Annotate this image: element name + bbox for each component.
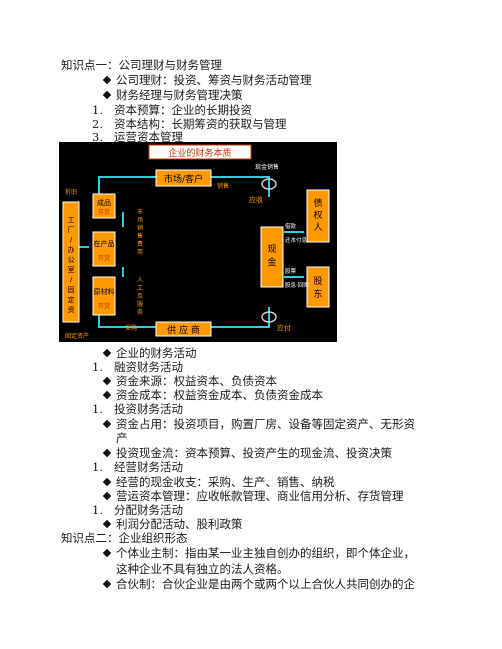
diagram-svg: 企业的财务本质 市场/客户 供 应 商 现 金 bbox=[62, 144, 330, 340]
depreciation-label: 折旧 bbox=[65, 188, 77, 196]
purchase-label: 采购 bbox=[125, 324, 137, 332]
creditor-label-3: 人 bbox=[313, 222, 322, 233]
sales-label: 销售 bbox=[217, 182, 229, 190]
svg-text:室: 室 bbox=[68, 265, 75, 274]
market-label: 市场/客户 bbox=[164, 173, 203, 185]
cash-label: 现 bbox=[267, 244, 276, 255]
cash-sales-label: 现金销售 bbox=[255, 163, 279, 171]
creditor-label-1: 债 bbox=[313, 197, 322, 209]
svg-text:销: 销 bbox=[137, 224, 143, 232]
stock-label: 股票 bbox=[285, 268, 297, 275]
svg-text:定: 定 bbox=[68, 295, 75, 304]
fixed-asset-label: 固定资产 bbox=[65, 332, 89, 340]
svg-text:服: 服 bbox=[137, 301, 143, 308]
diamond-bullet-icon bbox=[102, 419, 112, 429]
raw-label: 原材料 bbox=[94, 287, 115, 296]
payable-marker bbox=[261, 311, 277, 323]
payable-label: 应付 bbox=[277, 323, 291, 332]
diamond-bullet-icon bbox=[102, 548, 112, 558]
receivable-label: 应收 bbox=[249, 195, 263, 204]
svg-text:资: 资 bbox=[68, 305, 75, 314]
creditor-label-2: 权 bbox=[313, 209, 322, 221]
repay-label: 还本付息 bbox=[285, 236, 308, 244]
diagram-title: 企业的财务本质 bbox=[168, 147, 231, 159]
svg-text:存货: 存货 bbox=[98, 254, 110, 262]
diamond-bullet-icon bbox=[102, 90, 112, 100]
finished-label: 成品 bbox=[97, 198, 111, 207]
diamond-bullet-icon bbox=[102, 376, 112, 386]
svg-text:厂: 厂 bbox=[68, 226, 75, 234]
cash-label-2: 金 bbox=[267, 256, 276, 268]
svg-text:固: 固 bbox=[68, 286, 75, 294]
svg-text:费: 费 bbox=[137, 240, 143, 248]
labor-service-label: 人 bbox=[137, 277, 143, 284]
diamond-bullet-icon bbox=[102, 390, 112, 400]
wip-label: 在产品 bbox=[94, 239, 115, 248]
factory-label: 工 bbox=[68, 216, 75, 224]
dividend-label: 股息·回购 bbox=[285, 281, 309, 289]
diamond-bullet-icon bbox=[102, 579, 112, 589]
diagram-title-box bbox=[148, 144, 252, 160]
svg-text:工: 工 bbox=[137, 285, 143, 292]
svg-text:用: 用 bbox=[137, 249, 143, 256]
diamond-bullet-icon bbox=[102, 519, 112, 529]
svg-text:售: 售 bbox=[137, 232, 143, 240]
diamond-bullet-icon bbox=[102, 477, 112, 487]
diamond-bullet-icon bbox=[102, 448, 112, 458]
section2-title: 知识点二：企业组织形态 bbox=[61, 531, 188, 545]
receivable-marker bbox=[261, 178, 277, 190]
svg-text:公: 公 bbox=[68, 256, 75, 264]
svg-text:场: 场 bbox=[137, 216, 143, 224]
supplier-label: 供 应 商 bbox=[167, 324, 200, 336]
market-sales-expense-label: 市 bbox=[137, 208, 143, 216]
svg-text:/: / bbox=[70, 276, 73, 284]
diamond-bullet-icon bbox=[102, 348, 112, 358]
svg-text:及: 及 bbox=[137, 293, 143, 300]
diamond-bullet-icon bbox=[102, 491, 112, 501]
shareholder-label-2: 东 bbox=[313, 288, 322, 300]
svg-text:办: 办 bbox=[68, 245, 75, 254]
svg-text:存货: 存货 bbox=[98, 302, 110, 310]
finance-flow-diagram: 企业的财务本质 市场/客户 供 应 商 现 金 bbox=[59, 142, 337, 342]
svg-text:存货: 存货 bbox=[98, 208, 110, 216]
svg-text:务: 务 bbox=[137, 308, 143, 316]
section1-title: 知识点一：公司理财与财务管理 bbox=[61, 58, 222, 72]
diamond-bullet-icon bbox=[102, 75, 112, 85]
borrow-label: 借款 bbox=[285, 222, 297, 230]
shareholder-label-1: 股 bbox=[313, 276, 322, 287]
svg-text:/: / bbox=[70, 236, 73, 244]
